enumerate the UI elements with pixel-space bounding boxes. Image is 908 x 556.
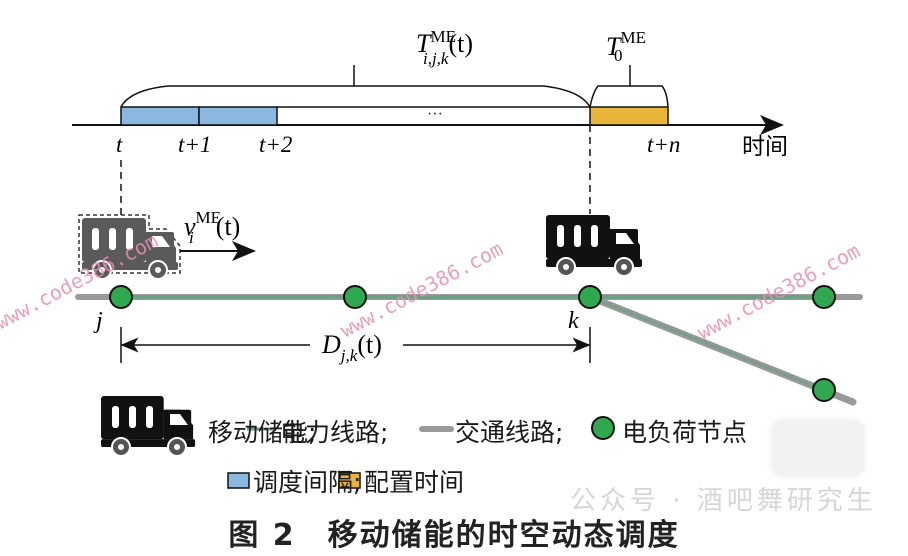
dispatch-interval-block-2 xyxy=(198,106,278,126)
tick-label-t: t xyxy=(116,132,123,157)
load-node-branch xyxy=(812,378,836,402)
app-watermark-badge xyxy=(772,420,864,476)
config-time-block xyxy=(589,106,669,126)
dispatch-interval-block-1 xyxy=(120,106,200,126)
legend-label-config-time: 配置时间 xyxy=(364,468,465,497)
tick-label-t1: t+1 xyxy=(178,132,211,157)
legend-load-node-icon xyxy=(591,416,615,440)
legend-label-dispatch-interval: 调度间隔; xyxy=(253,468,362,497)
tick-label-t2: t+2 xyxy=(259,132,292,157)
config-brace xyxy=(589,85,669,108)
mobile-storage-truck-ghost-icon xyxy=(78,214,181,280)
load-node-j xyxy=(109,285,133,309)
legend-label-load-node: 电负荷节点 xyxy=(622,418,748,447)
legend-label-mobile-storage: 移动储能; xyxy=(208,418,317,447)
legend-label-traffic-line: 交通线路; xyxy=(455,418,564,447)
load-node-right xyxy=(812,285,836,309)
distance-label: Dj,k(t) xyxy=(321,330,382,365)
legend-truck-icon xyxy=(101,396,196,457)
tick-label-tn: t+n xyxy=(647,132,680,157)
watermarks: www.code386.com www.code386.com www.code… xyxy=(0,228,864,344)
account-watermark: 公众号 · 酒吧舞研究生 xyxy=(570,486,877,516)
interval-brace xyxy=(120,85,591,108)
figure-caption: 图 2 移动储能的时空动态调度 xyxy=(228,518,680,553)
node-label-k: k xyxy=(568,308,579,334)
mobile-storage-truck-icon xyxy=(546,215,642,277)
watermark-1: www.code386.com xyxy=(0,228,162,334)
time-axis-label: 时间 xyxy=(742,134,788,160)
node-label-j: j xyxy=(93,308,103,334)
legend-config-time-swatch xyxy=(338,472,361,489)
ellipsis: ··· xyxy=(427,106,443,123)
watermark-3: www.code386.com xyxy=(693,238,864,344)
legend-label-power-line: 电力线路; xyxy=(280,418,389,447)
power-line-branch xyxy=(589,295,825,392)
load-node-k xyxy=(578,285,602,309)
load-node-mid xyxy=(343,285,367,309)
legend-dispatch-interval-swatch xyxy=(227,472,250,489)
